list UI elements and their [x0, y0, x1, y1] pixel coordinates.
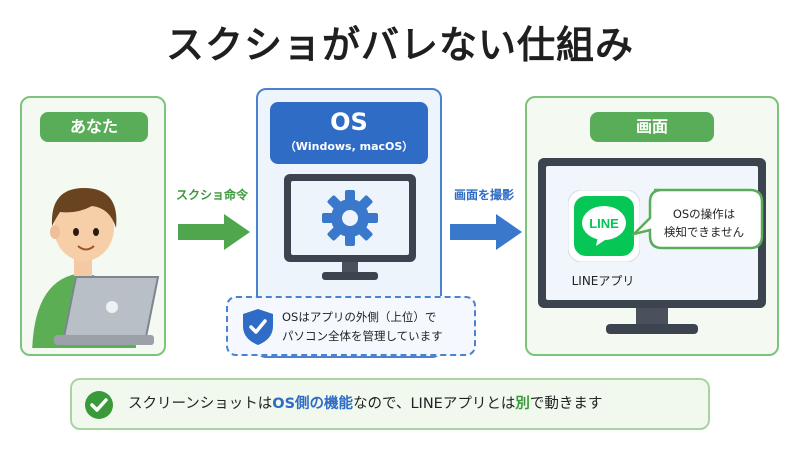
shield-check-icon	[243, 309, 273, 345]
os-monitor-icon	[284, 174, 416, 280]
banner-text: スクリーンショットはOS側の機能なので、LINEアプリとは別で動きます	[128, 380, 602, 428]
user-panel: あなた	[20, 96, 166, 356]
os-note-line2: パソコン全体を管理しています	[282, 329, 443, 343]
os-note-line1: OSはアプリの外側（上位）で	[282, 310, 437, 324]
arrow-right-icon	[178, 214, 250, 250]
bubble-text: OSの操作は 検知できません	[650, 205, 758, 241]
page-title: スクショがバレない仕組み	[165, 23, 634, 67]
banner-highlight-separate: 別	[515, 396, 530, 412]
check-circle-icon	[85, 391, 113, 419]
os-subtitle: （Windows, macOS）	[284, 140, 414, 153]
line-icon-text: LINE	[589, 216, 619, 231]
line-app-label: LINEアプリ	[571, 274, 635, 288]
arrow-right-icon	[450, 214, 522, 250]
banner-highlight-os: OS側の機能	[272, 396, 354, 412]
bubble-line1: OSの操作は	[672, 207, 736, 221]
os-panel-label: OS （Windows, macOS）	[270, 102, 428, 164]
os-note-box: OSはアプリの外側（上位）で パソコン全体を管理しています	[226, 296, 476, 356]
screen-panel-label: 画面	[590, 112, 714, 142]
line-app-icon: LINE	[568, 190, 640, 262]
user-panel-label: あなた	[40, 112, 148, 142]
banner-part3: なので、LINEアプリとは	[353, 396, 516, 412]
summary-banner: スクリーンショットはOS側の機能なので、LINEアプリとは別で動きます	[70, 378, 710, 430]
bubble-line2: 検知できません	[663, 225, 745, 239]
banner-part5: で動きます	[529, 396, 603, 412]
gear-icon	[322, 190, 378, 246]
capture-arrow-label: 画面を撮影	[453, 188, 514, 202]
laptop-icon	[54, 276, 160, 345]
speech-bubble	[630, 188, 764, 250]
os-title: OS	[330, 108, 368, 136]
command-arrow-label: スクショ命令	[175, 188, 248, 202]
banner-part1: スクリーンショットは	[128, 396, 273, 412]
